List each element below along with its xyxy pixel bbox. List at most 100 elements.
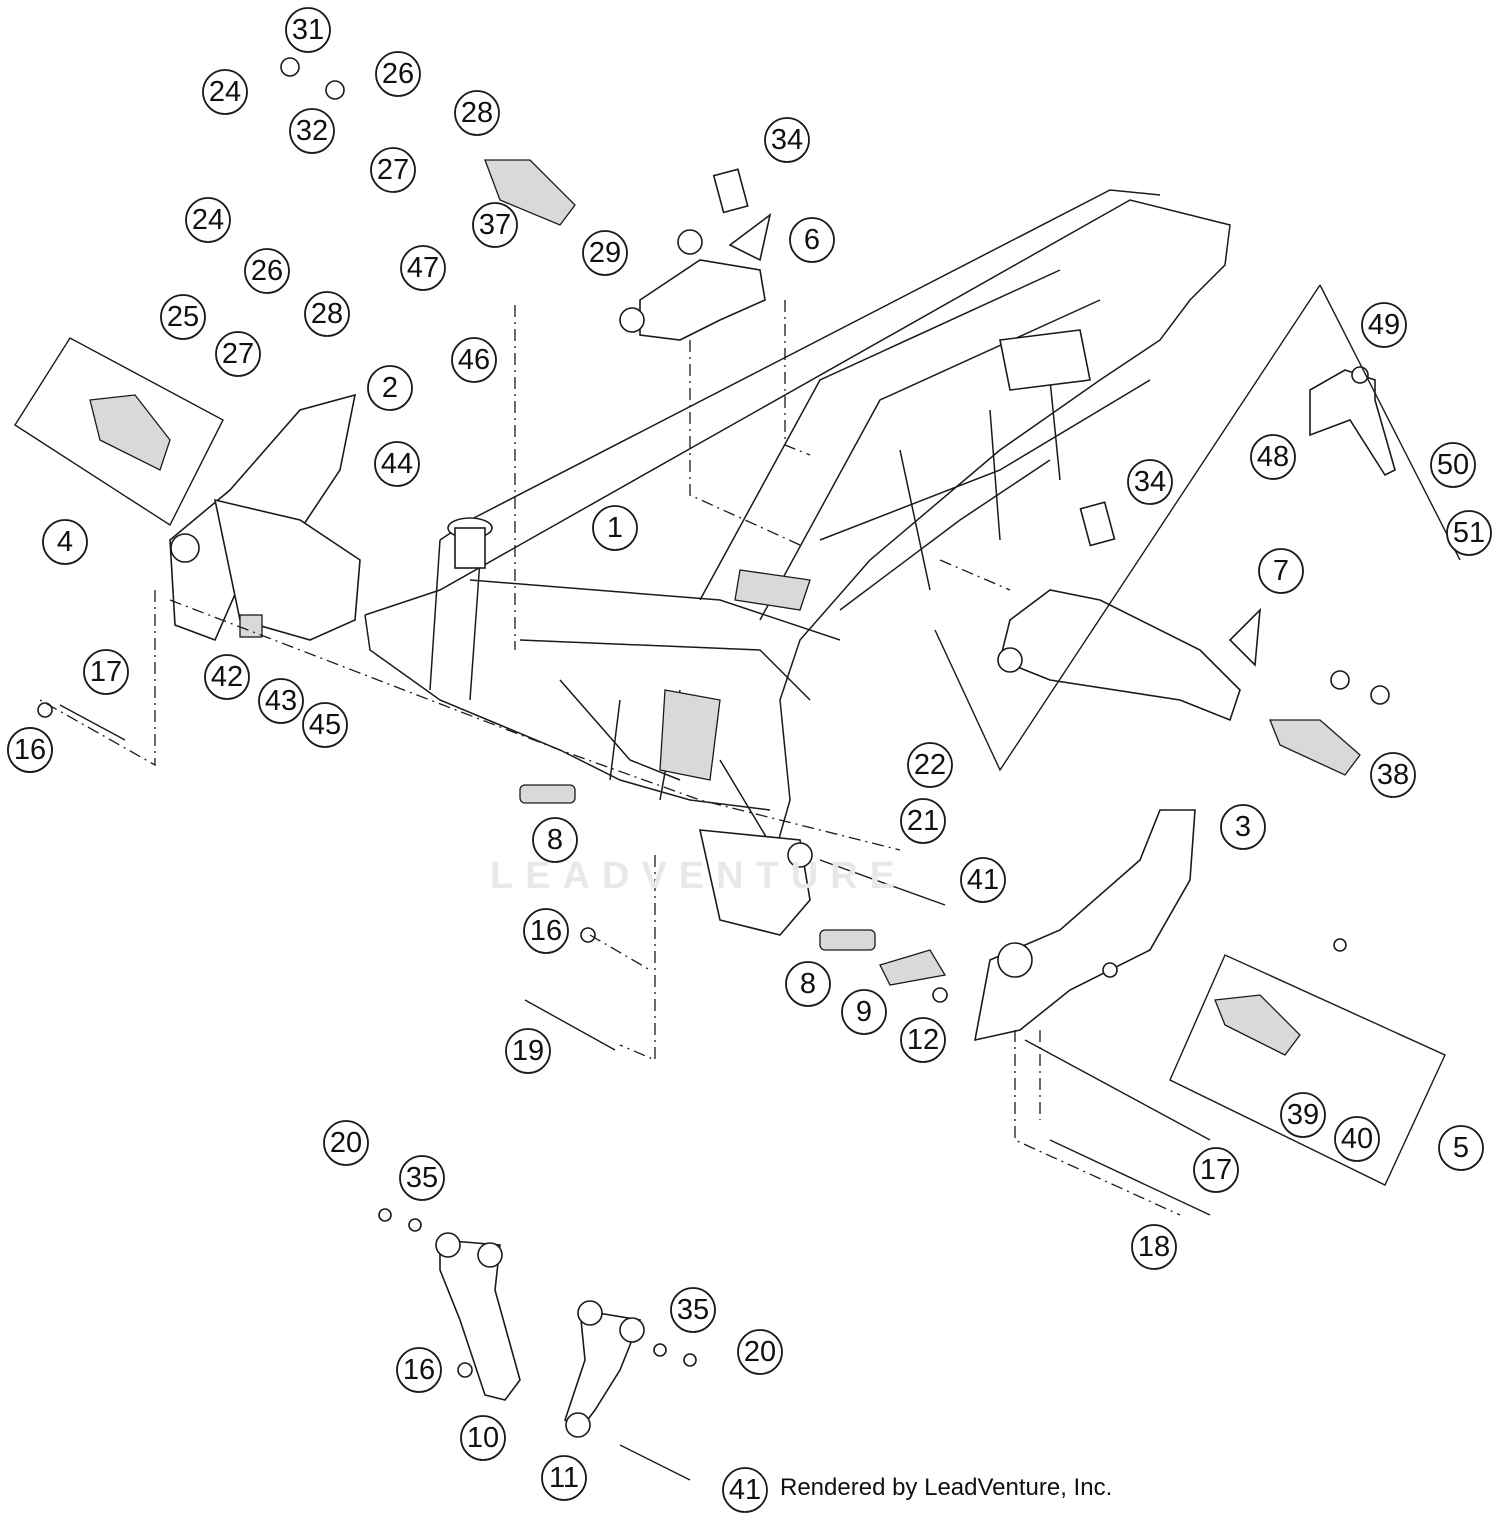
callout-label: 3 (1235, 811, 1251, 843)
callout-label: 17 (1200, 1154, 1232, 1186)
callout-34: 34 (764, 117, 810, 163)
callout-label: 35 (406, 1162, 438, 1194)
callout-label: 50 (1437, 449, 1469, 481)
callout-16: 16 (396, 1347, 442, 1393)
callout-label: 31 (292, 14, 324, 46)
callout-label: 34 (771, 124, 803, 156)
callout-1: 1 (592, 505, 638, 551)
left-passenger-bracket (619, 168, 772, 341)
callout-label: 41 (729, 1474, 761, 1506)
callout-label: 9 (856, 996, 872, 1028)
callout-label: 26 (251, 255, 283, 287)
callout-38: 38 (1370, 752, 1416, 798)
callout-43: 43 (258, 678, 304, 724)
callout-label: 48 (1257, 441, 1289, 473)
callout-27: 27 (215, 331, 261, 377)
footpegs (89, 159, 1361, 1056)
callout-label: 43 (265, 685, 297, 717)
callout-label: 6 (804, 224, 820, 256)
callout-41: 41 (722, 1467, 768, 1513)
callout-50: 50 (1430, 442, 1476, 488)
callout-label: 32 (296, 115, 328, 147)
callout-label: 42 (211, 661, 243, 693)
callout-24: 24 (185, 197, 231, 243)
callout-label: 29 (589, 237, 621, 269)
callout-35: 35 (670, 1287, 716, 1333)
callout-label: 37 (479, 209, 511, 241)
callout-label: 35 (677, 1294, 709, 1326)
callout-label: 2 (382, 372, 398, 404)
callout-22: 22 (907, 742, 953, 788)
callout-32: 32 (289, 108, 335, 154)
callout-label: 27 (377, 154, 409, 186)
callout-28: 28 (304, 291, 350, 337)
callout-label: 22 (914, 749, 946, 781)
callout-label: 20 (744, 1336, 776, 1368)
callout-label: 28 (311, 298, 343, 330)
callout-label: 41 (967, 864, 999, 896)
callout-10: 10 (460, 1415, 506, 1461)
callout-12: 12 (900, 1017, 946, 1063)
callout-42: 42 (204, 654, 250, 700)
callout-label: 19 (512, 1035, 544, 1067)
callout-24: 24 (202, 69, 248, 115)
callout-26: 26 (244, 248, 290, 294)
callout-37: 37 (472, 202, 518, 248)
callout-46: 46 (451, 337, 497, 383)
callout-7: 7 (1258, 548, 1304, 594)
callout-label: 47 (407, 252, 439, 284)
callout-26: 26 (375, 51, 421, 97)
callout-label: 38 (1377, 759, 1409, 791)
callout-27: 27 (370, 147, 416, 193)
side-stand-part (1309, 369, 1396, 477)
callout-45: 45 (302, 702, 348, 748)
callout-29: 29 (582, 230, 628, 276)
callout-39: 39 (1280, 1092, 1326, 1138)
callout-label: 26 (382, 58, 414, 90)
callout-label: 16 (530, 915, 562, 947)
callout-8: 8 (785, 961, 831, 1007)
callout-11: 11 (541, 1455, 587, 1501)
right-passenger-bracket (997, 501, 1261, 722)
callout-label: 28 (461, 97, 493, 129)
engine-mounts (435, 1232, 645, 1438)
callout-label: 39 (1287, 1099, 1319, 1131)
callout-label: 51 (1453, 517, 1485, 549)
callout-5: 5 (1438, 1125, 1484, 1171)
callout-2: 2 (367, 365, 413, 411)
callout-6: 6 (789, 217, 835, 263)
callout-label: 20 (330, 1127, 362, 1159)
callout-label: 5 (1453, 1132, 1469, 1164)
callout-label: 34 (1134, 466, 1166, 498)
callout-17: 17 (83, 649, 129, 695)
right-footrest-bracket (973, 809, 1196, 1042)
callout-label: 46 (458, 344, 490, 376)
callout-28: 28 (454, 90, 500, 136)
callout-label: 21 (907, 805, 939, 837)
callout-label: 11 (549, 1462, 579, 1494)
callout-20: 20 (323, 1120, 369, 1166)
callout-label: 4 (57, 526, 73, 558)
callout-label: 8 (547, 824, 563, 856)
callout-17: 17 (1193, 1147, 1239, 1193)
render-credit: Rendered by LeadVenture, Inc. (780, 1474, 1113, 1501)
kit-boxes (14, 284, 1461, 1186)
callout-label: 17 (90, 656, 122, 688)
main-frame (364, 189, 1231, 936)
callout-label: 27 (222, 338, 254, 370)
callout-47: 47 (400, 245, 446, 291)
callout-label: 8 (800, 968, 816, 1000)
callout-label: 16 (403, 1354, 435, 1386)
callout-label: 1 (607, 512, 623, 544)
callout-label: 24 (192, 204, 224, 236)
callout-9: 9 (841, 989, 887, 1035)
callout-label: 10 (467, 1422, 499, 1454)
left-footrest-bracket (169, 393, 361, 642)
callout-label: 25 (167, 301, 199, 333)
callout-label: 45 (309, 709, 341, 741)
callout-label: 18 (1138, 1231, 1170, 1263)
callout-label: 7 (1273, 555, 1289, 587)
fasteners (37, 57, 1390, 1481)
